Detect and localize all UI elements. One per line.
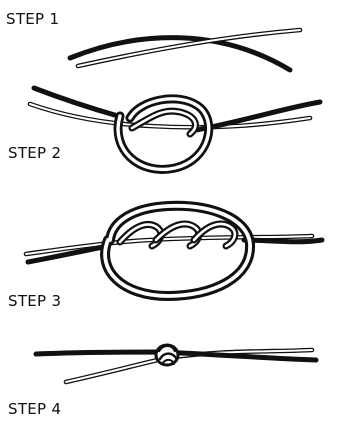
step-3-figure [26,206,322,296]
step-3-wrap-3 [194,224,235,246]
step-1-label: STEP 1 [6,12,59,27]
step-1-figure [70,30,300,70]
step-3-dark-tail-right [244,240,322,242]
step-1-light-line [78,30,300,66]
step-2-wrap [132,111,195,134]
step-1-dark-line [70,38,290,70]
step-4-label: STEP 4 [8,402,61,417]
step-2-label: STEP 2 [8,146,61,161]
step-2-figure [30,88,320,169]
step-3-label: STEP 3 [8,294,61,309]
step-4-knot [156,345,178,365]
step-2-dark-tail-left [34,88,118,116]
step-3-loop [105,206,250,296]
step-4-figure [36,345,316,382]
